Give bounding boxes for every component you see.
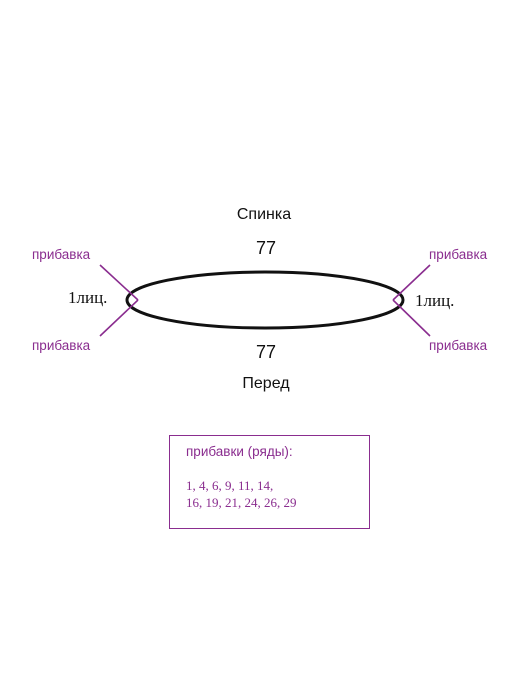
right-top-increase-line <box>392 264 431 301</box>
front-label: Перед <box>242 375 290 392</box>
right-bottom-increase-label: прибавка <box>429 338 488 353</box>
legend-rows-line-2: 16, 19, 21, 24, 26, 29 <box>186 495 297 510</box>
left-bottom-increase-label: прибавка <box>32 338 91 353</box>
increase-rows-legend: прибавки (ряды): 1, 4, 6, 9, 11, 14, 16,… <box>169 435 370 529</box>
left-bottom-increase-line <box>99 299 139 337</box>
right-bottom-increase-line <box>392 299 431 337</box>
right-stitch-label: 1лиц. <box>415 291 454 310</box>
legend-title: прибавки (ряды): <box>186 444 293 459</box>
neckline-ellipse <box>125 270 405 330</box>
front-stitch-count: 77 <box>256 342 276 362</box>
back-stitch-count: 77 <box>256 238 276 258</box>
back-label: Спинка <box>237 206 291 223</box>
right-top-increase-label: прибавка <box>429 247 488 262</box>
left-stitch-label: 1лиц. <box>68 288 107 307</box>
left-top-increase-label: прибавка <box>32 247 91 262</box>
left-top-increase-line <box>99 264 139 301</box>
legend-rows-line-1: 1, 4, 6, 9, 11, 14, <box>186 478 274 493</box>
